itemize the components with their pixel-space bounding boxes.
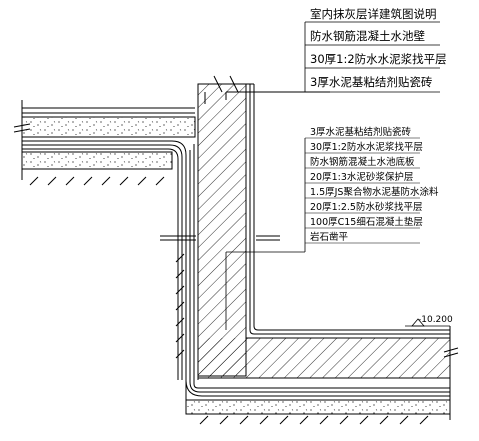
floor-legend-line-8: 岩石凿平 [310, 231, 349, 243]
floor-legend-line-7: 100厚C15细石混凝土垫层 [310, 216, 423, 228]
elevation-mark: -10.200 [405, 315, 453, 327]
floor-legend-line-5: 1.5厚JS聚合物水泥基防水涂料 [310, 186, 439, 198]
floor-legend-line-3: 防水钢筋混凝土水池底板 [310, 156, 415, 168]
floor-legend: 3厚水泥基粘结剂贴瓷砖 30厚1:2防水水泥浆找平层 防水钢筋混凝土水池底板 2… [225, 126, 439, 330]
top-legend-line-1: 室内抹灰层详建筑图说明 [310, 7, 437, 21]
elevation-label: -10.200 [418, 315, 453, 325]
floor-legend-line-2: 30厚1:2防水水泥浆找平层 [310, 141, 423, 153]
top-legend-line-4: 3厚水泥基粘结剂贴瓷砖 [310, 75, 433, 89]
external-ground [13, 100, 196, 380]
floor-legend-line-1: 3厚水泥基粘结剂贴瓷砖 [310, 126, 412, 138]
floor-legend-line-6: 20厚1:2.5防水砂浆找平层 [310, 201, 422, 213]
floor-legend-line-4: 20厚1:3水泥砂浆保护层 [310, 171, 413, 183]
top-legend-line-3: 30厚1:2防水水泥浆找平层 [310, 52, 447, 66]
top-legend-line-2: 防水钢筋混凝土水池壁 [310, 29, 425, 43]
pool-floor [175, 250, 459, 425]
pool-wall [160, 75, 280, 384]
top-legend: 室内抹灰层详建筑图说明 防水钢筋混凝土水池壁 30厚1:2防水水泥浆找平层 3厚… [225, 7, 447, 100]
